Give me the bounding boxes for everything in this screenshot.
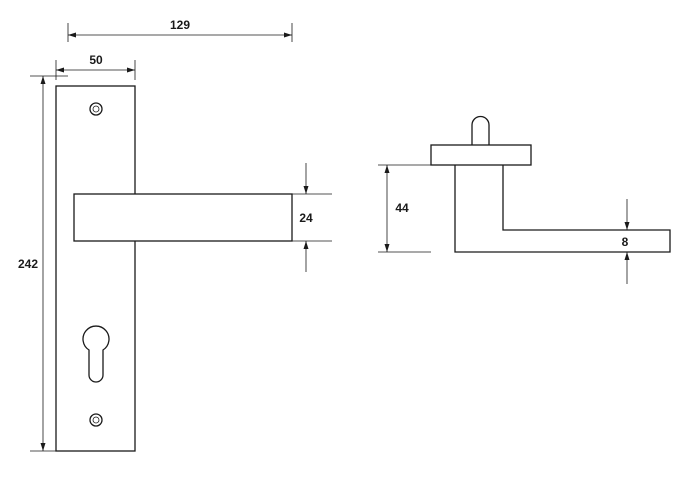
upper-screw-icon — [89, 102, 103, 116]
dimension-label-plate-width: 50 — [89, 53, 103, 67]
spindle — [471, 115, 490, 145]
dimension-overall-width: 129 — [67, 18, 293, 42]
lever-profile — [454, 165, 671, 253]
dimension-projection: 44 — [378, 164, 431, 253]
front-view — [55, 85, 293, 452]
dimension-label-handle-height: 24 — [299, 211, 313, 225]
dimension-thickness: 8 — [622, 199, 630, 284]
dimension-label-plate-height: 242 — [18, 257, 38, 271]
dimension-label-overall-width: 129 — [170, 18, 190, 32]
dimension-label-projection: 44 — [395, 201, 409, 215]
side-view — [430, 115, 671, 253]
dimension-plate-height: 242 — [18, 75, 68, 452]
dimension-label-thickness: 8 — [622, 235, 629, 249]
dimension-handle-height: 24 — [292, 163, 332, 272]
dimension-plate-width: 50 — [55, 53, 136, 80]
lever-handle — [73, 193, 293, 242]
rose-flange — [430, 144, 532, 166]
lower-screw-icon — [89, 413, 103, 427]
back-plate — [55, 85, 136, 452]
keyhole-icon — [82, 325, 110, 383]
